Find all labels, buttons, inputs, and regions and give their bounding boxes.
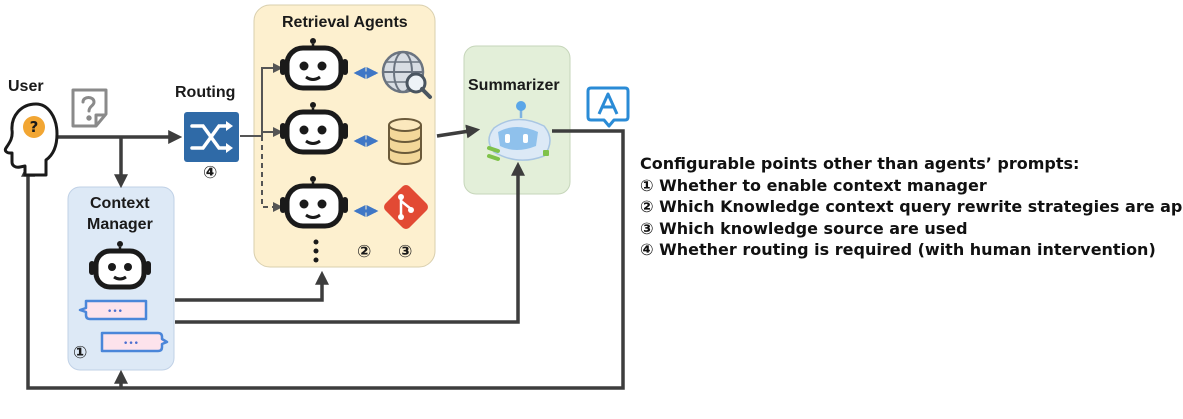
user-label: User [8, 78, 44, 95]
answer-bubble-icon [586, 86, 630, 128]
context-manager-label-line1: Context [90, 195, 150, 212]
git-icon [384, 185, 428, 229]
chat-bubble: ••• [100, 331, 169, 353]
summarizer-robot-icon [487, 101, 551, 161]
shuffle-routing-icon [184, 112, 239, 162]
database-icon [388, 118, 422, 165]
more-agents-ellipsis [313, 239, 319, 263]
chat-bubble: ••• [78, 299, 148, 321]
arrow-summarizer-to-user [21, 129, 625, 390]
svg-text:?: ? [30, 118, 39, 136]
routing-branches [240, 63, 283, 212]
notes-title: Configurable points other than agents’ p… [640, 154, 1080, 173]
configurable-points-notes: Configurable points other than agents’ p… [640, 153, 1183, 261]
flow-arrows [21, 124, 625, 390]
notes-item-3: ③ Which knowledge source are used [640, 218, 968, 238]
globe-search-icon [381, 50, 432, 99]
routing-label: Routing [175, 84, 236, 101]
bubble-dots: ••• [123, 339, 139, 349]
arrow-retrieval-to-summarizer [436, 124, 481, 139]
retrieval-agents-label: Retrieval Agents [282, 14, 408, 31]
rewrite-marker: ② [357, 242, 372, 262]
summarizer-label: Summarizer [468, 77, 560, 94]
robot-agent-icon [280, 176, 348, 229]
notes-item-1: ① Whether to enable context manager [640, 175, 987, 195]
context-marker: ① [73, 343, 88, 363]
robot-agent-icon [280, 102, 348, 155]
arrow-context-to-retrieval [175, 270, 329, 302]
agent-source-links [353, 67, 379, 217]
notes-item-4: ④ Whether routing is required (with huma… [640, 240, 1156, 259]
context-robot-icon [89, 241, 151, 290]
user-question-head-icon: ? [3, 102, 59, 177]
context-manager-label-line2: Manager [87, 216, 153, 233]
robot-agent-icon [280, 38, 348, 91]
routing-marker: ④ [203, 163, 218, 183]
notes-item-2: ② Which Knowledge context query rewrite … [640, 197, 1183, 216]
source-marker: ③ [398, 242, 413, 262]
question-document-icon [71, 88, 108, 128]
arrow-context-to-summarizer [175, 161, 525, 324]
bubble-dots: ••• [107, 307, 123, 317]
